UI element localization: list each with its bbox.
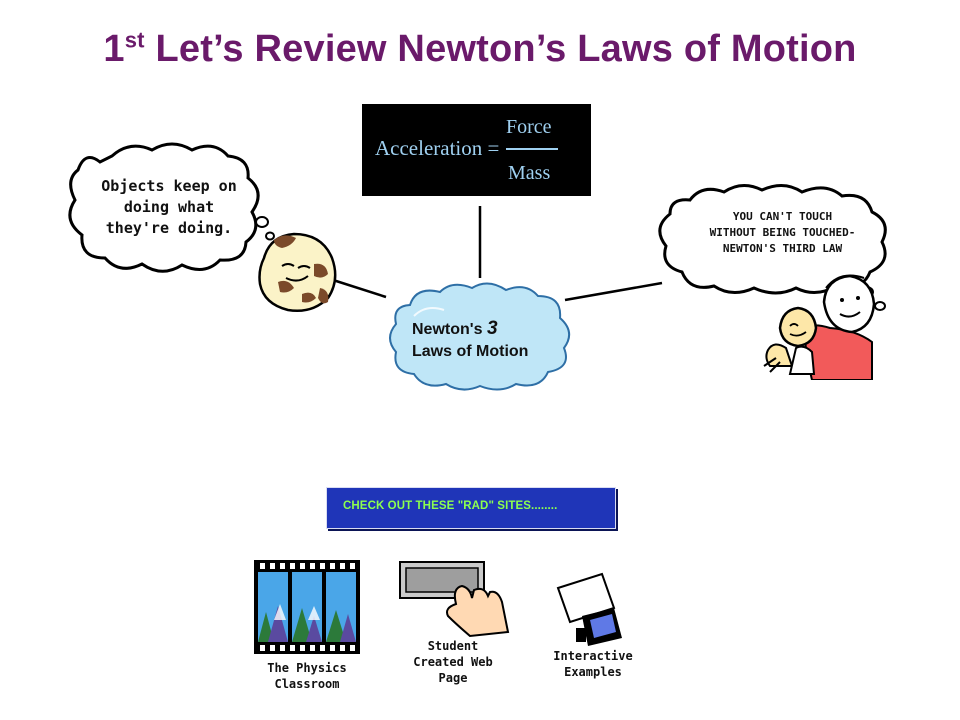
newtons-laws-cloud [389,282,571,391]
fraction-bar [506,148,558,150]
center-cloud-text: Newton's 3 Laws of Motion [412,318,529,360]
computer-icon [556,572,622,646]
cookie-character-icon [258,232,337,312]
slide-title: 1st Let’s Review Newton’s Laws of Motion [0,28,960,71]
third-law-text: YOU CAN'T TOUCH WITHOUT BEING TOUCHED- N… [709,210,856,255]
first-law-thought-bubble [68,142,275,273]
link-label-physics-classroom: The Physics Classroom [267,661,347,691]
rad-sites-banner: CHECK OUT THESE "RAD" SITES........ [326,487,616,529]
link-label-student-web-page: Student Created Web Page [413,639,493,685]
link-student-web-page[interactable]: Student Created Web Page [398,558,512,692]
formula-numerator: Force [506,116,552,138]
title-superscript: st [124,27,145,53]
rad-sites-label: CHECK OUT THESE "RAD" SITES........ [343,500,558,512]
parent-child-characters-icon [763,274,876,380]
formula-denominator: Mass [508,162,551,184]
formula-image: Acceleration = Force Mass [362,104,591,196]
first-law-text: Objects keep on doing what they're doing… [101,177,237,237]
link-label-interactive-examples: Interactive Examples [553,649,633,679]
film-strip-icon [254,560,360,654]
connector-right [564,281,663,302]
title-number: 1 [103,28,125,70]
formula-lhs: Acceleration = [375,136,500,160]
keyboard-hand-icon [399,561,510,638]
title-text: Let’s Review Newton’s Laws of Motion [155,28,857,70]
connector-left [332,278,387,299]
link-physics-classroom[interactable]: The Physics Classroom [254,560,360,692]
link-interactive-examples[interactable]: Interactive Examples [552,572,634,684]
